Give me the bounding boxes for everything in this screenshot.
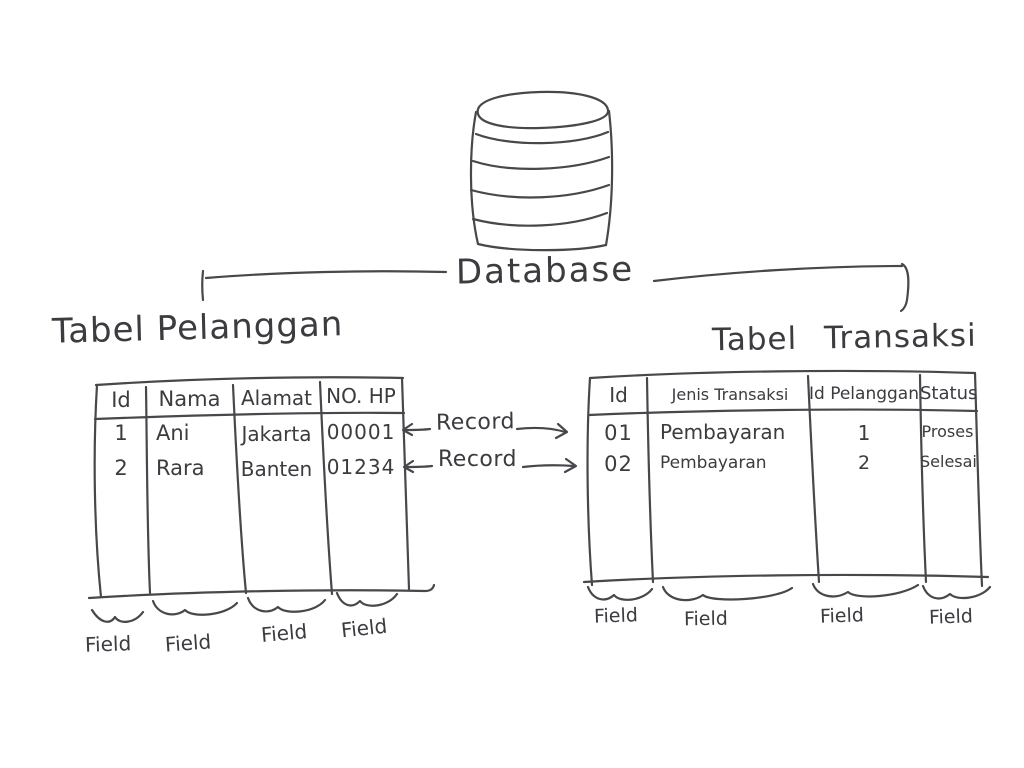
record-label-row1: Record — [435, 409, 516, 436]
left-header-nohp: NO. HP — [326, 384, 396, 408]
table-cell: 01 — [604, 421, 633, 445]
table-cell: Proses — [921, 422, 974, 441]
table-cell: 1 — [857, 421, 871, 445]
record-arrow-row1-right — [515, 422, 569, 440]
field-label: Field — [84, 631, 132, 657]
table-cell: 2 — [114, 456, 128, 480]
field-label: Field — [593, 604, 639, 628]
table-cell: 00001 — [326, 420, 396, 444]
table-cell: 1 — [114, 421, 128, 445]
field-label: Field — [683, 607, 729, 631]
connector-right — [652, 262, 910, 313]
table-cell: 2 — [857, 452, 871, 474]
table-cell: Banten — [240, 457, 313, 481]
field-label: Field — [260, 619, 309, 647]
record-arrow-row2-right — [521, 457, 578, 474]
left-header-nama: Nama — [158, 387, 221, 411]
table-cell: Selesai — [920, 452, 977, 471]
database-cylinder-icon — [469, 90, 614, 252]
record-arrow-row1-left — [401, 422, 432, 437]
table-cell: Rara — [156, 456, 205, 480]
right-header-id: Id — [609, 383, 628, 407]
right-field-braces — [586, 582, 992, 602]
field-label: Field — [164, 629, 212, 657]
right-header-status: Status — [920, 383, 978, 404]
left-field-braces — [90, 591, 399, 623]
left-table-grid — [87, 376, 436, 600]
right-table-title: Tabel Transaksi — [711, 317, 977, 359]
left-table-title: Tabel Pelanggan — [51, 304, 344, 352]
field-label: Field — [928, 605, 974, 629]
connector-left — [201, 269, 448, 302]
record-arrow-row2-left — [402, 459, 434, 474]
table-cell: 01234 — [326, 455, 396, 479]
right-header-idpel: Id Pelanggan — [808, 384, 919, 404]
left-header-alamat: Alamat — [240, 386, 313, 410]
field-label: Field — [339, 613, 389, 643]
record-label-row2: Record — [438, 447, 518, 472]
table-cell: Jakarta — [241, 422, 312, 446]
left-header-id: Id — [111, 388, 131, 412]
table-cell: Ani — [156, 421, 190, 445]
table-cell: Pembayaran — [660, 453, 767, 473]
right-table-grid — [582, 369, 990, 588]
field-label: Field — [819, 604, 865, 628]
table-cell: Pembayaran — [660, 420, 786, 444]
database-label: Database — [455, 249, 635, 293]
table-cell: 02 — [604, 452, 633, 476]
right-header-jenis: Jenis Transaksi — [671, 385, 789, 404]
